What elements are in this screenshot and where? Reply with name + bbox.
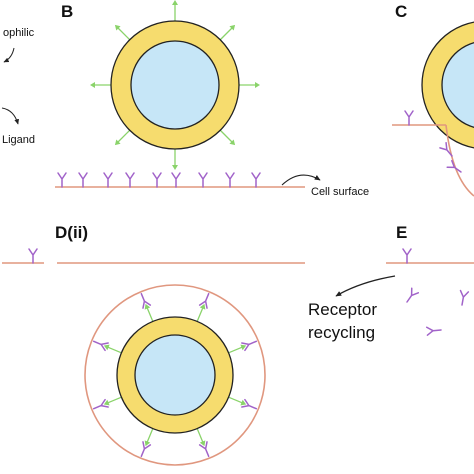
- receptor-recycling-line1: Receptor: [308, 300, 377, 319]
- ligand-label: Ligand: [2, 134, 35, 146]
- panel-a: ophilic Ligand: [1, 27, 35, 146]
- ligand-arrow-mark: [144, 303, 154, 322]
- nanoparticle-ligands-d: [103, 303, 247, 447]
- ligand-arrow-mark: [114, 129, 131, 146]
- receptor-mark: [28, 248, 38, 264]
- cell-surface-label: Cell surface: [311, 186, 369, 198]
- receptor-mark: [103, 172, 113, 188]
- ligand-arrow-mark: [196, 428, 206, 447]
- receptor-mark: [404, 110, 414, 126]
- receptor-mark: [406, 287, 420, 303]
- ligand-arrow-mark: [228, 344, 247, 354]
- panel-dii-label: D(ii): [55, 223, 88, 242]
- nanoparticle-core-d: [134, 334, 216, 416]
- receptor-mark: [251, 172, 261, 188]
- receptor-mark: [225, 172, 235, 188]
- receptor-row-c: [404, 110, 462, 173]
- receptor-mark: [152, 172, 162, 188]
- receptor-mark: [446, 159, 462, 173]
- receptor-mark: [241, 398, 258, 410]
- receptor-mark: [459, 289, 470, 306]
- receptor-recycling-line2: recycling: [308, 323, 375, 342]
- nanoparticle-ligands: [90, 0, 260, 170]
- panel-b: B Cell surface: [55, 0, 369, 198]
- ligand-arrow-mark: [239, 82, 260, 88]
- panel-di-fragment: [2, 248, 44, 264]
- receptor-mark: [198, 292, 210, 309]
- receptor-di: [28, 248, 38, 264]
- ligand-arrow-mark: [90, 82, 111, 88]
- panel-e-label: E: [396, 223, 407, 242]
- ligand-arrow-mark: [103, 344, 122, 354]
- receptor-mark: [198, 172, 208, 188]
- ligand-arrow-mark: [219, 129, 236, 146]
- recycling-arrow: [335, 275, 396, 297]
- ligand-arrow-mark: [228, 396, 247, 406]
- receptor-mark: [171, 172, 181, 188]
- receptor-mark: [439, 141, 453, 157]
- receptor-mark: [140, 292, 152, 309]
- receptor-mark: [140, 441, 152, 458]
- receptor-mark: [241, 340, 258, 352]
- endosome-vesicle: [84, 284, 266, 466]
- receptor-mark: [125, 172, 135, 188]
- panel-c-label: C: [395, 2, 407, 21]
- ligand-arrow-mark: [219, 24, 236, 41]
- receptor-mark: [92, 340, 109, 352]
- receptor-mark: [402, 248, 412, 264]
- receptor-row: [57, 172, 261, 188]
- hydrophilic-label: ophilic: [3, 27, 35, 39]
- ligand-arrow: [1, 107, 19, 125]
- vesicle-receptors: [92, 292, 258, 458]
- nanoparticle-core: [130, 40, 220, 130]
- panel-dii: D(ii): [55, 223, 305, 466]
- ligand-arrow-mark: [144, 428, 154, 447]
- ligand-arrow-mark: [196, 303, 206, 322]
- ligand-arrow-mark: [172, 149, 178, 170]
- receptor-mark: [198, 441, 210, 458]
- receptor-mark: [57, 172, 67, 188]
- recycled-receptors: [402, 248, 470, 336]
- ligand-arrow-mark: [103, 396, 122, 406]
- ligand-arrow-mark: [114, 24, 131, 41]
- ligand-arrow-mark: [172, 0, 178, 21]
- panel-c: C: [392, 2, 474, 197]
- receptor-mark: [425, 326, 442, 336]
- panel-b-label: B: [61, 2, 73, 21]
- nanoparticle-core-c: [441, 41, 474, 129]
- panel-e: E Receptor recycling: [308, 223, 474, 342]
- receptor-mark: [78, 172, 88, 188]
- hydrophilic-arrow: [3, 47, 15, 63]
- receptor-mark: [92, 398, 109, 410]
- cell-surface-arrow: [281, 174, 321, 186]
